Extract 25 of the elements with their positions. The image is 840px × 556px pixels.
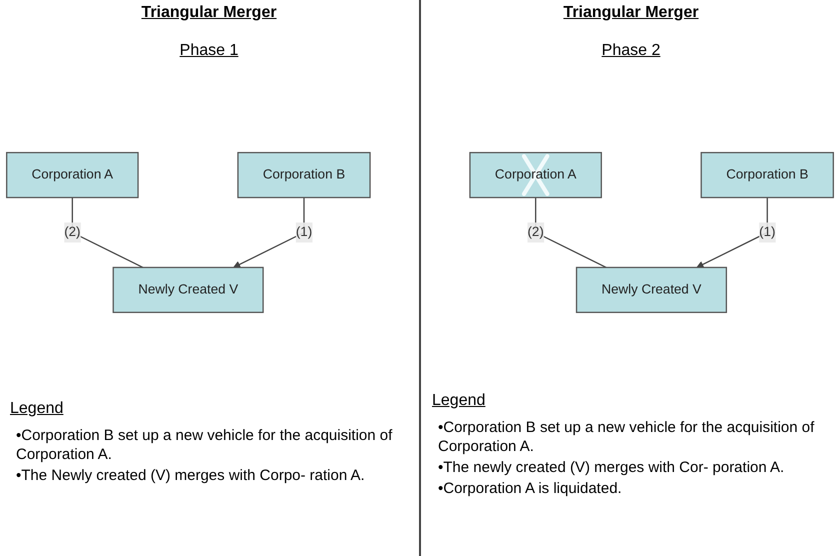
entity-box: Corporation B xyxy=(700,152,834,198)
entity-box: Corporation A xyxy=(6,152,139,198)
arrow xyxy=(233,198,305,268)
arrow xyxy=(696,198,768,268)
edge-label: (2) xyxy=(64,225,80,240)
entity-box: Newly Created V xyxy=(576,266,728,314)
heading: Triangular Merger xyxy=(562,4,700,22)
note-text: •The newly created (V) merges with Cor- poration A. xyxy=(438,458,786,477)
note-text: •Corporation B set up a new vehicle for the acquisition of Corporation A. xyxy=(438,418,816,456)
edge-label: (1) xyxy=(759,225,776,240)
entity-box: Corporation B xyxy=(237,152,371,198)
notes-heading: Legend xyxy=(10,400,64,418)
entity-box: Newly Created V xyxy=(112,266,264,314)
note-text: •The Newly created (V) merges with Corpo- ration A. xyxy=(16,466,366,485)
heading: Triangular Merger xyxy=(140,4,278,22)
note-text: •Corporation B set up a new vehicle for the acquisition of Corporation A. xyxy=(16,426,394,464)
subheading: Phase 1 xyxy=(178,42,240,60)
notes-heading: Legend xyxy=(432,392,486,410)
connector xyxy=(535,198,606,268)
note-text: •Corporation A is liquidated. xyxy=(438,479,623,498)
connector xyxy=(72,198,144,268)
subheading: Phase 2 xyxy=(600,42,662,60)
entity-box: Corporation A xyxy=(469,152,602,198)
edge-label: (2) xyxy=(527,225,544,240)
edge-label: (1) xyxy=(296,225,312,240)
